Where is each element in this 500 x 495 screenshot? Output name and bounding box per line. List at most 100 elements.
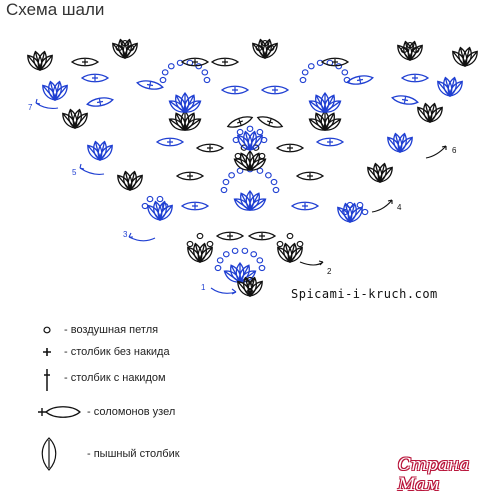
chain-stitch	[246, 288, 254, 296]
chain-stitch	[115, 44, 123, 52]
sc-mark	[327, 139, 333, 145]
chain-stitch	[234, 152, 242, 160]
sc-mark	[222, 59, 228, 65]
chain-stitch	[121, 40, 129, 47]
chain-stitch	[301, 69, 309, 76]
arrow-row-4	[371, 199, 393, 213]
sc-mark	[272, 87, 278, 93]
chain-stitch	[186, 240, 194, 248]
sc-mark	[356, 76, 364, 84]
chain-stitch	[203, 76, 211, 84]
sc-mark	[412, 75, 418, 81]
row-arrows	[35, 98, 447, 295]
chain-stitch	[246, 282, 254, 290]
chain-stitch	[236, 128, 244, 136]
sc-mark	[259, 233, 265, 239]
chain-stitch	[258, 264, 266, 272]
chain-stitch	[214, 264, 222, 272]
chain-stitch	[255, 44, 263, 52]
sc-mark	[332, 59, 338, 65]
legend-dc-icon	[44, 369, 50, 391]
legend-label-dc: - столбик с накидом	[64, 372, 166, 384]
chain-stitch	[222, 251, 230, 258]
chain-stitch	[241, 247, 249, 254]
chain-stitch	[246, 276, 254, 284]
row-number-6: 6	[452, 146, 457, 155]
chain-stitch	[272, 186, 280, 194]
chain-stitch	[231, 247, 239, 254]
row-number-1: 1	[201, 283, 206, 292]
sc-mark	[192, 59, 198, 65]
chain-stitch	[258, 152, 266, 160]
chain-stitch	[316, 59, 324, 66]
chain-stitch	[156, 195, 164, 203]
sc-mark	[146, 81, 154, 89]
site-url: Spicami-i-kruch.com	[291, 287, 438, 301]
chain-stitch	[250, 251, 258, 258]
legend-label-knot: - соломонов узел	[87, 406, 176, 418]
chain-stitch	[246, 125, 254, 132]
chain-stitch	[256, 128, 264, 136]
chain-stitch	[346, 201, 354, 209]
chain-stitch	[341, 208, 349, 216]
legend-plus-icon	[43, 348, 51, 356]
chain-stitch	[286, 232, 294, 240]
sc-mark	[307, 173, 313, 179]
chain-stitch	[267, 44, 275, 52]
sc-mark	[187, 173, 193, 179]
chain-stitch	[356, 201, 364, 209]
row-number-4: 4	[397, 203, 402, 212]
sc-mark	[401, 96, 409, 104]
row-numbers: 1 2 3 4 5 6 7	[28, 103, 457, 292]
sc-mark	[227, 233, 233, 239]
sc-mark	[287, 145, 293, 151]
arrow-row-7	[35, 102, 59, 109]
row-number-3: 3	[123, 230, 128, 239]
chain-stitch	[361, 208, 369, 216]
chain-stitch	[127, 44, 135, 52]
chain-stitch	[220, 186, 228, 194]
chain-stitch	[341, 69, 349, 76]
row-number-7: 7	[28, 103, 33, 112]
arrow-row-5	[79, 167, 105, 175]
legend-puff-icon	[41, 437, 57, 471]
arrow-row-6	[425, 145, 447, 159]
chain-stitch	[265, 172, 272, 179]
sc-mark	[192, 203, 198, 209]
arrow-row-2	[299, 261, 324, 266]
chain-stitch	[406, 42, 414, 49]
chain-stitch	[167, 63, 175, 70]
chain-stitch	[412, 46, 420, 54]
page-title: Схема шали	[6, 0, 105, 19]
watermark-logo: Страна Мам	[398, 455, 470, 495]
sc-mark	[302, 203, 308, 209]
row-number-5: 5	[72, 168, 77, 177]
legend-label-sc: - столбик без накида	[64, 346, 170, 358]
chain-stitch	[159, 76, 167, 84]
chain-stitch	[146, 195, 154, 203]
legend-label-chain: - воздушная петля	[64, 324, 159, 336]
sc-mark	[167, 139, 173, 145]
sc-mark	[92, 75, 98, 81]
sc-mark	[236, 118, 244, 126]
legend-label-puff: - пышный столбик	[87, 448, 180, 460]
chain-stitch	[161, 202, 169, 210]
legend-symbols	[38, 326, 81, 471]
sc-mark	[266, 118, 274, 126]
crochet-motifs	[24, 38, 481, 300]
chain-stitch	[201, 69, 209, 76]
legend-knot-icon	[38, 406, 81, 418]
arrow-row-3	[128, 236, 156, 242]
chain-stitch	[176, 59, 184, 66]
shawl-scheme: 1 2 3 4 5 6 7	[24, 38, 481, 471]
chain-stitch	[400, 46, 408, 54]
sc-mark	[82, 59, 88, 65]
chain-stitch	[261, 40, 269, 47]
sc-mark	[232, 87, 238, 93]
chain-stitch	[276, 240, 284, 248]
legend-chain-icon	[43, 326, 51, 334]
chain-stitch	[296, 240, 304, 248]
chain-stitch	[228, 172, 235, 179]
chain-stitch	[222, 178, 230, 186]
chain-stitch	[161, 69, 169, 76]
